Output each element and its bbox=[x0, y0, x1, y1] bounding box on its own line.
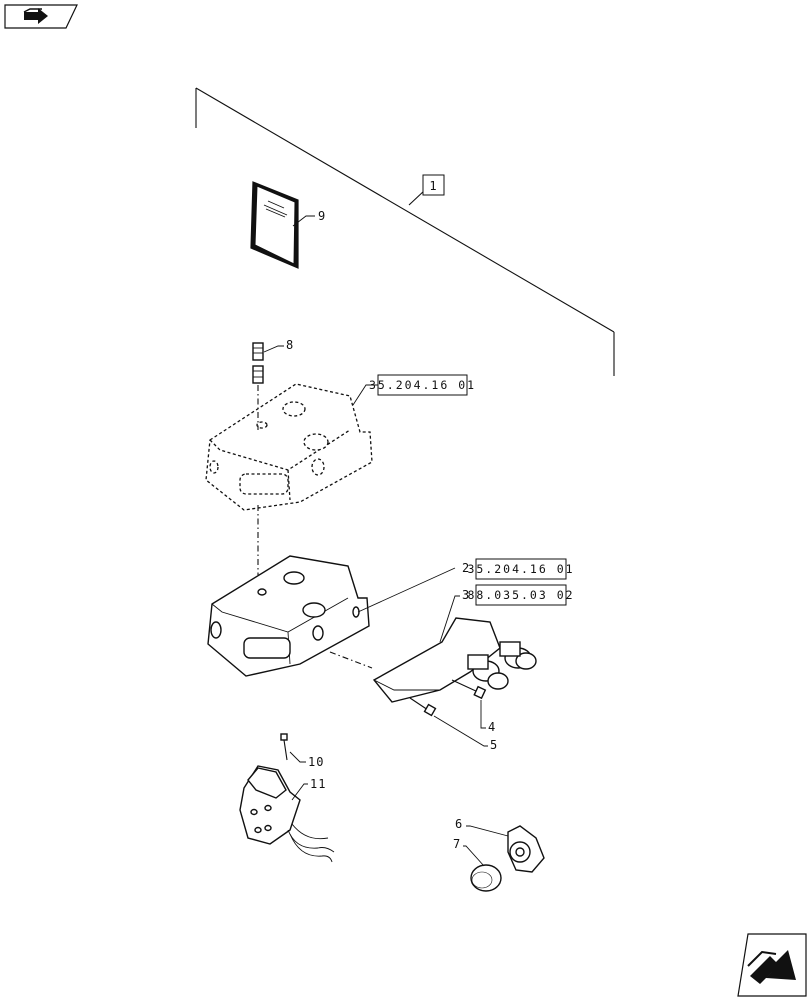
screw-part-5 bbox=[409, 697, 437, 717]
callout-ref-part2[interactable]: 35.204.16 01 bbox=[467, 558, 574, 580]
callout-ref-part3[interactable]: 88.035.03 02 bbox=[467, 584, 574, 606]
switch-part-11 bbox=[239, 765, 335, 863]
arrow-forward-icon bbox=[747, 950, 796, 984]
center-line-bracket bbox=[329, 651, 373, 669]
svg-text:3: 3 bbox=[462, 588, 470, 602]
next-page-button[interactable] bbox=[737, 933, 807, 997]
callout-8: 8 bbox=[263, 338, 294, 353]
arrow-back-icon bbox=[23, 8, 48, 24]
svg-text:2: 2 bbox=[462, 561, 470, 575]
valve-block-ghost bbox=[205, 383, 373, 511]
callout-4: 4 bbox=[480, 700, 496, 734]
cap-part-7 bbox=[470, 864, 502, 892]
callout-3: 3 bbox=[439, 588, 470, 643]
bolt-part-4 bbox=[451, 679, 487, 700]
svg-text:6: 6 bbox=[455, 817, 463, 831]
group-bracket bbox=[195, 87, 615, 376]
svg-text:10: 10 bbox=[308, 755, 324, 769]
svg-text:1: 1 bbox=[429, 179, 437, 193]
callout-5: 5 bbox=[433, 715, 498, 752]
svg-text:35.204.16 01: 35.204.16 01 bbox=[369, 378, 476, 392]
manual-booklet bbox=[250, 181, 299, 269]
svg-text:5: 5 bbox=[490, 738, 498, 752]
callout-9: 9 bbox=[292, 209, 326, 227]
bolt-part-10 bbox=[280, 733, 288, 761]
stud-part-8 bbox=[252, 342, 264, 384]
callout-7: 7 bbox=[453, 837, 485, 867]
cap-holder-part-6 bbox=[507, 825, 545, 873]
svg-text:11: 11 bbox=[310, 777, 326, 791]
callout-ref-block-ghost[interactable]: 35.204.16 01 bbox=[352, 374, 476, 406]
svg-text:7: 7 bbox=[453, 837, 461, 851]
callout-2: 2 bbox=[357, 561, 470, 613]
callout-11: 11 bbox=[291, 777, 326, 801]
svg-text:8: 8 bbox=[286, 338, 294, 352]
svg-text:35.204.16 01: 35.204.16 01 bbox=[467, 562, 574, 576]
svg-text:88.035.03 02: 88.035.03 02 bbox=[467, 588, 574, 602]
prev-page-button[interactable] bbox=[4, 4, 78, 29]
callout-6: 6 bbox=[455, 817, 509, 837]
valve-block-part-2 bbox=[207, 555, 370, 677]
coupler-bracket-part-3 bbox=[372, 617, 537, 703]
callout-1: 1 bbox=[422, 174, 445, 196]
callout-10: 10 bbox=[289, 751, 324, 769]
svg-text:9: 9 bbox=[318, 209, 326, 223]
svg-text:4: 4 bbox=[488, 720, 496, 734]
